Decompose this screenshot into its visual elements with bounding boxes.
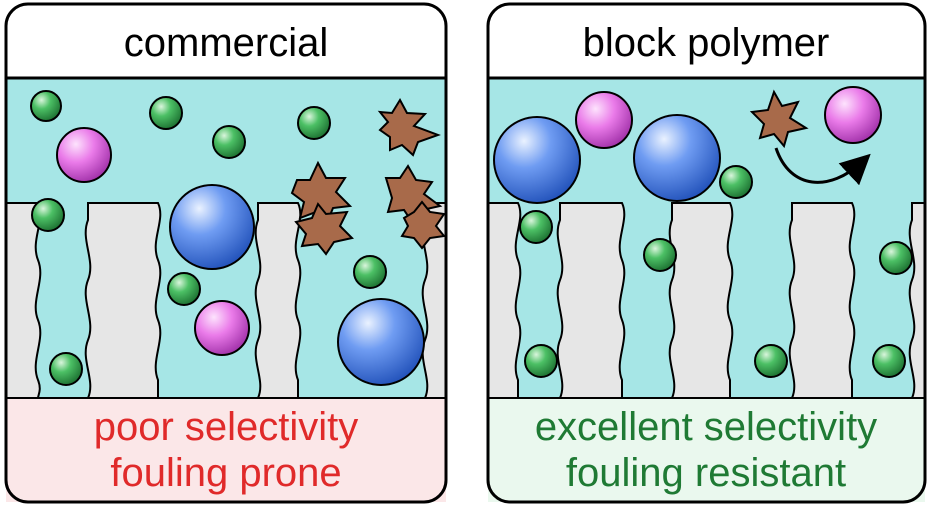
panel-frame <box>486 2 927 504</box>
foulants <box>749 89 809 149</box>
rejection-arrow <box>774 147 871 186</box>
large-particles <box>493 114 721 204</box>
large-particles <box>169 184 425 386</box>
small-particles <box>519 165 913 378</box>
membrane-pillar <box>668 202 734 398</box>
membrane-pillar <box>254 202 302 398</box>
membrane-pillar <box>788 202 856 398</box>
panel-commercial: commercial poor selectivity fouling pron… <box>4 2 448 504</box>
membrane-pillar <box>84 202 162 398</box>
caption-line-1: poor selectivity <box>94 405 359 449</box>
membrane-pillar <box>488 202 522 398</box>
medium-particles <box>56 127 250 356</box>
membrane-pillar <box>908 202 925 398</box>
membrane-pillar <box>556 202 626 398</box>
foulants <box>290 97 446 256</box>
medium-particles <box>575 86 882 149</box>
caption-line-2: fouling prone <box>110 451 341 495</box>
caption-background <box>488 398 925 502</box>
panel-frame <box>4 2 448 504</box>
caption-line-1: excellent selectivity <box>535 405 877 449</box>
panel-title: block polymer <box>583 21 830 65</box>
panel-title: commercial <box>124 21 328 65</box>
membrane-pillar <box>6 202 42 398</box>
small-particles <box>30 90 387 386</box>
caption-background <box>6 398 446 502</box>
membrane-pillar <box>421 202 446 398</box>
panel-block-polymer: block polymer excellent selectivity foul… <box>486 2 927 504</box>
caption-line-2: fouling resistant <box>566 451 846 495</box>
